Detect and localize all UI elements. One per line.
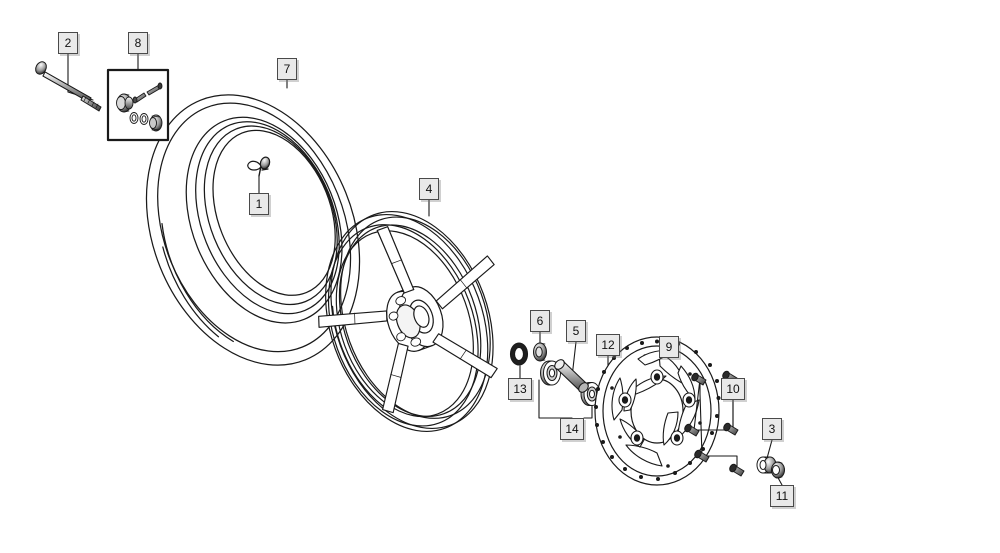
callout-2[interactable]: 2 bbox=[58, 32, 78, 54]
callout-12[interactable]: 12 bbox=[596, 334, 620, 356]
disc-bolt bbox=[729, 463, 745, 477]
disc-bolt bbox=[684, 423, 700, 437]
callout-11[interactable]: 11 bbox=[770, 485, 794, 507]
callout-9[interactable]: 9 bbox=[659, 336, 679, 358]
callout-14[interactable]: 14 bbox=[560, 418, 584, 440]
valve-kit-box bbox=[106, 68, 170, 142]
disc-bolt bbox=[691, 372, 707, 386]
disc-bolt bbox=[694, 449, 710, 463]
callout-4[interactable]: 4 bbox=[419, 178, 439, 200]
wheel-spokes bbox=[318, 226, 498, 414]
o-ring bbox=[509, 342, 529, 366]
callout-10[interactable]: 10 bbox=[721, 378, 745, 400]
front-brake-disc bbox=[594, 336, 721, 486]
callout-5[interactable]: 5 bbox=[566, 320, 586, 342]
callout-3[interactable]: 3 bbox=[762, 418, 782, 440]
callout-1[interactable]: 1 bbox=[249, 193, 269, 215]
oil-seal bbox=[533, 342, 547, 362]
front-tire bbox=[145, 94, 361, 366]
tire-valve-stem bbox=[247, 156, 271, 177]
callout-7[interactable]: 7 bbox=[277, 58, 297, 80]
front-wheel-rim bbox=[318, 210, 498, 432]
callout-8[interactable]: 8 bbox=[128, 32, 148, 54]
disc-bolt-set bbox=[684, 370, 745, 477]
disc-bolt bbox=[723, 422, 739, 436]
wheel-spacer-collar bbox=[554, 359, 589, 393]
front-axle-bolt bbox=[35, 61, 102, 112]
callout-13[interactable]: 13 bbox=[508, 378, 532, 400]
callout-6[interactable]: 6 bbox=[530, 310, 550, 332]
disc-bolt-holes bbox=[618, 369, 696, 446]
axle-nut bbox=[771, 461, 785, 479]
